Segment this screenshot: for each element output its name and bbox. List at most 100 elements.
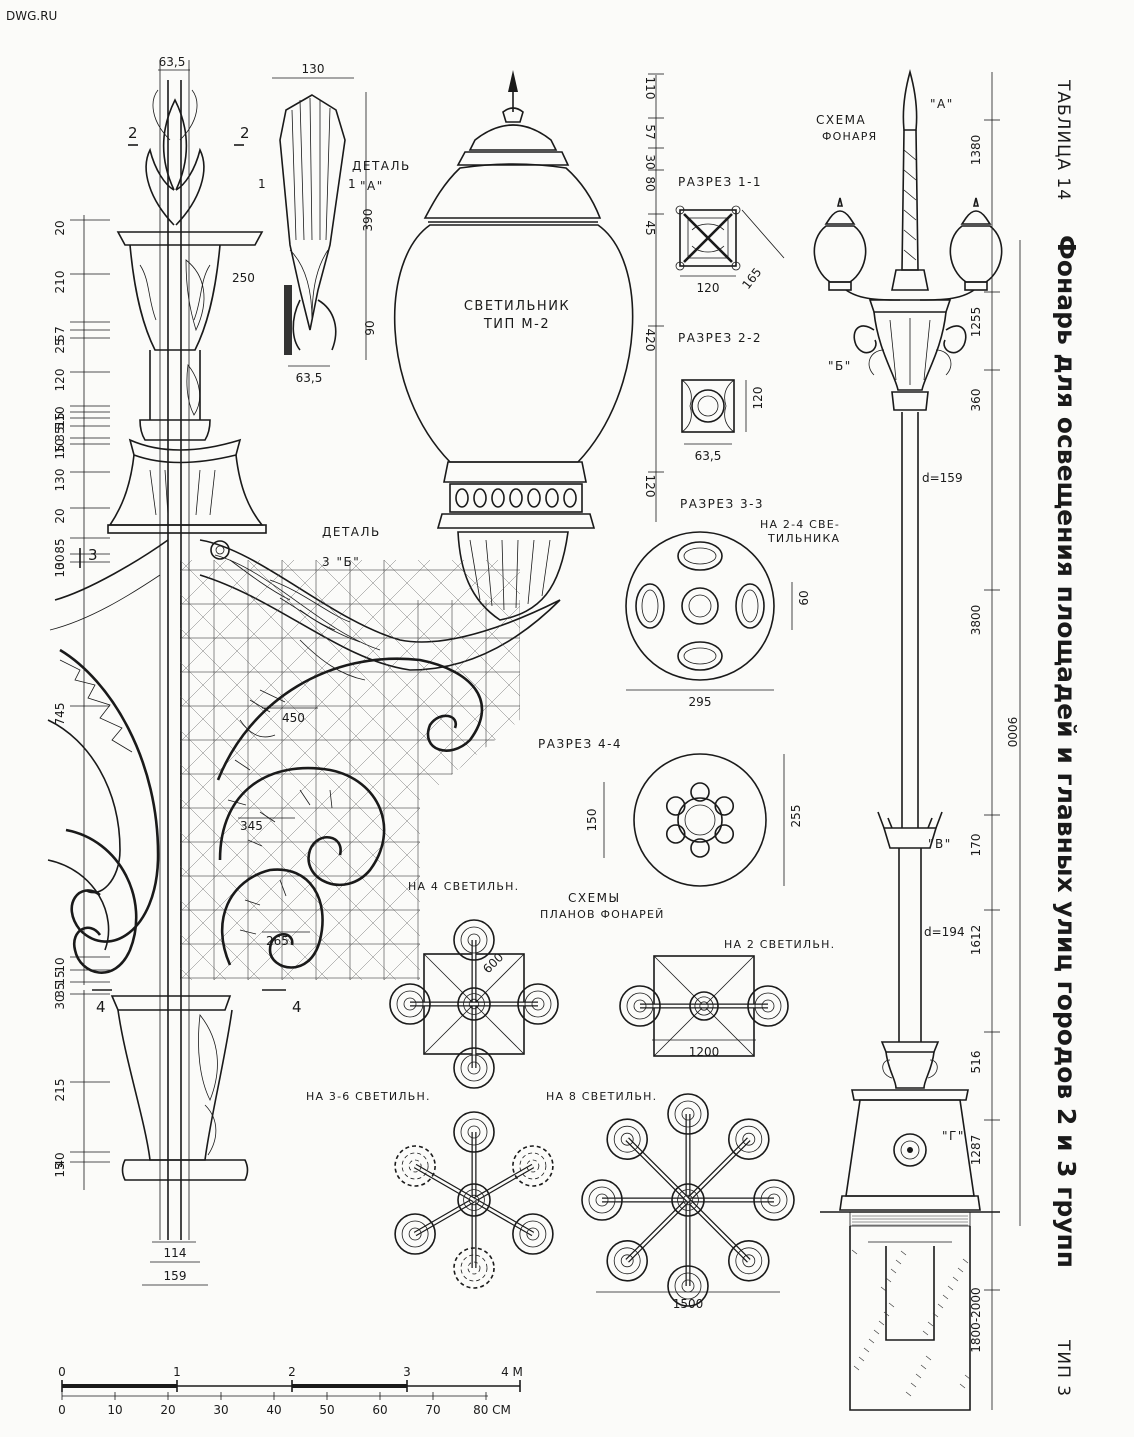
flange-lobe	[665, 824, 686, 844]
left-dim-label: 5	[53, 334, 67, 342]
scheme-d159: d=159	[922, 471, 963, 485]
plan-lamp-ring	[460, 926, 488, 954]
grid-diagonal	[180, 560, 465, 980]
section-3-3-note-2: ТИЛЬНИКА	[767, 532, 840, 545]
scheme-dim-label: 3800	[969, 605, 983, 636]
grid-diagonal	[180, 560, 329, 980]
scheme-dim-label: 1800-2000	[969, 1287, 983, 1352]
plan-lamp	[728, 1118, 770, 1160]
detail-a-390: 390	[361, 209, 375, 232]
plan-lamp	[389, 983, 431, 1025]
concrete-hatch	[885, 1277, 892, 1283]
plan-lamp	[619, 985, 661, 1027]
concrete-hatch	[947, 1285, 954, 1291]
plan-lamp-core	[761, 999, 775, 1013]
concrete-hatch	[927, 1321, 934, 1327]
plan-lamp	[453, 919, 495, 961]
lamp-socket	[735, 583, 765, 629]
luminaire-dim-label: 420	[643, 329, 657, 352]
plan-lamp-ring	[463, 993, 485, 1015]
plan-lamp	[606, 1118, 648, 1160]
concrete-hatch	[858, 1356, 865, 1362]
scheme-dim-label: 1287	[969, 1135, 983, 1166]
plan-4-label: НА 4 СВЕТИЛЬН.	[408, 880, 519, 893]
lamp-socket-inner	[683, 647, 717, 665]
section-1-1-title: РАЗРЕЗ 1-1	[678, 175, 762, 189]
scale-cm-label: 10	[107, 1403, 122, 1417]
scale-cm-label: 0	[58, 1403, 66, 1417]
plan-lamp-core	[467, 1125, 481, 1139]
scale-cm-label: 50	[319, 1403, 334, 1417]
scheme-lamp-ring	[828, 281, 852, 291]
plan-lamp-ring	[754, 992, 782, 1020]
grid-diagonal	[180, 560, 363, 980]
plan-lamp	[753, 1179, 795, 1221]
grid-diagonal	[180, 560, 227, 980]
plan-lamp	[394, 1213, 436, 1255]
grid-diagonal	[349, 560, 520, 980]
scheme-title-1: СХЕМА	[816, 113, 866, 127]
left-dim-label: 40	[53, 1152, 67, 1167]
left-dim-label: 120	[53, 369, 67, 392]
scheme-d194: d=194	[924, 925, 965, 939]
type-label: ТИП 3	[1053, 1339, 1073, 1397]
plan-2-dim: 1200	[689, 1045, 720, 1059]
plan-lamp	[581, 1179, 623, 1221]
left-dim-label: 5	[53, 422, 67, 430]
plan-lamp-ring	[460, 1254, 488, 1282]
grid-diagonal	[349, 560, 520, 980]
left-dim-label: 15	[53, 1162, 67, 1177]
scheme-dim-label: 170	[969, 834, 983, 857]
plan-lamp-core	[595, 1193, 609, 1207]
plan-lamp-core	[620, 1254, 634, 1268]
plan-lamp-core	[620, 1132, 634, 1146]
section-mark-4-right: 4	[292, 998, 302, 1016]
section-3-3-295: 295	[689, 695, 712, 709]
bracket-dim-450: 450	[282, 711, 305, 725]
scale-cm-label: 30	[213, 1403, 228, 1417]
concrete-hatch	[962, 1258, 969, 1264]
left-dim-label: 10	[53, 438, 67, 453]
plan-lamp-core	[531, 997, 545, 1011]
scale-cm-label: 70	[425, 1403, 440, 1417]
grid-diagonal	[180, 560, 261, 980]
plan-lamp	[457, 1183, 491, 1217]
table-number: ТАБЛИЦА 14	[1053, 79, 1073, 201]
plan-lamp-core	[403, 997, 417, 1011]
scale-cm-label: 80 СМ	[473, 1403, 511, 1417]
lamp-socket-inner	[683, 547, 717, 565]
grid-diagonal	[180, 560, 520, 980]
plan-lamp-core	[767, 1193, 781, 1207]
detail-b-mark: 3 "Б"	[322, 555, 360, 569]
plan-lamp-core	[526, 1227, 540, 1241]
bracket-dim-250: 250	[232, 271, 255, 285]
scale-m-label: 1	[173, 1365, 181, 1379]
grid-diagonal	[417, 560, 520, 980]
section-3-3-60: 60	[797, 590, 811, 605]
concrete-hatch	[957, 1267, 964, 1273]
plan-lamp	[689, 991, 719, 1021]
ring-bead	[455, 488, 469, 508]
title-block: ТАБЛИЦА 14 Фонарь для освещения площадей…	[1052, 79, 1081, 1397]
scheme-mark-g: "Г"	[942, 1129, 965, 1143]
grid-diagonal	[180, 560, 397, 980]
left-dim-label: 10	[53, 406, 67, 421]
plan-lamp-ring	[524, 990, 552, 1018]
plan-lamp	[606, 1240, 648, 1282]
luminaire-dim-label: 30	[643, 154, 657, 169]
section-mark-4-left: 4	[96, 998, 106, 1016]
concrete-hatch	[900, 1250, 907, 1256]
plan-arm-core	[687, 1138, 750, 1201]
plan-lamp-ring	[694, 996, 714, 1016]
pole-detail: 63,5 2 2 250	[47, 55, 561, 1286]
plan-lamp-ring	[735, 1125, 763, 1153]
detail-a-title: ДЕТАЛЬ	[352, 159, 411, 173]
flange-lobe	[690, 782, 710, 802]
plan-lamp	[728, 1240, 770, 1282]
concrete-hatch	[878, 1320, 885, 1326]
left-dim-label: 25	[53, 338, 67, 353]
left-dim-label: 215	[53, 1079, 67, 1102]
plan-lamp	[512, 1213, 554, 1255]
lantern-scheme: СХЕМА ФОНАРЯ "А" "Б" "В" "Г" d=159 d=	[813, 69, 1021, 1411]
